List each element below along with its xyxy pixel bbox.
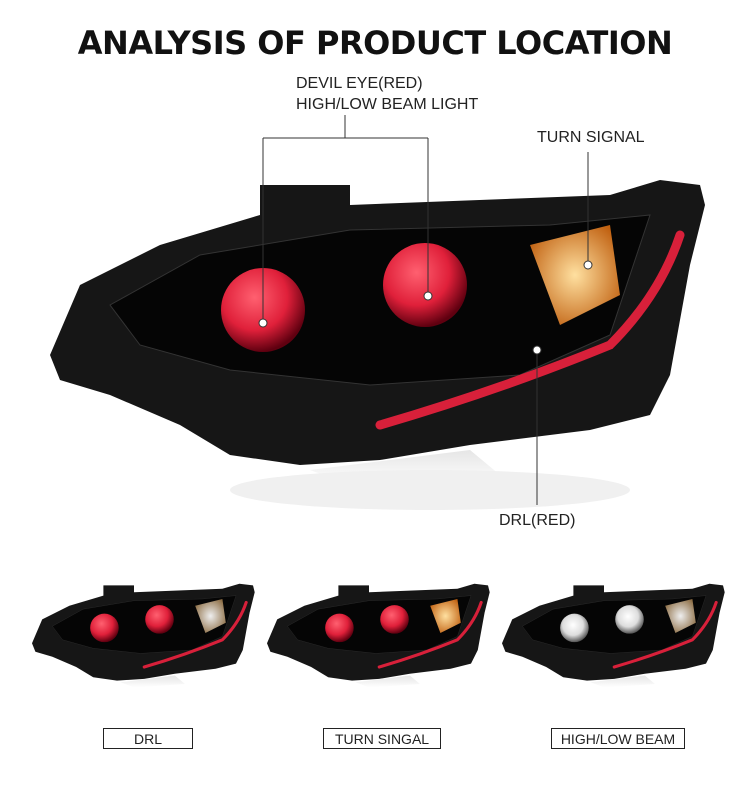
drl-label: DRL(RED): [499, 512, 576, 529]
turn-signal-dot: [583, 260, 593, 270]
turn-signal-lamp: [665, 599, 696, 633]
beam-label: HIGH/LOW BEAM LIGHT: [296, 96, 479, 113]
turn-signal-label: TURN SIGNAL: [537, 129, 645, 146]
page-title: ANALYSIS OF PRODUCT LOCATION: [77, 24, 673, 62]
mode-caption-turn: TURN SINGAL: [323, 728, 441, 749]
devil-eye-dot-left: [258, 318, 268, 328]
main-headlight: [50, 180, 705, 485]
turn-signal-lamp: [530, 225, 620, 325]
devil-eye-label: DEVIL EYE(RED): [296, 75, 423, 92]
turn-signal-lamp: [195, 599, 226, 633]
projector-left: [325, 613, 354, 643]
projector-right: [615, 605, 644, 634]
callout-lines: [262, 115, 589, 505]
mode-thumbnail: [500, 582, 727, 689]
projector-left: [560, 613, 589, 643]
projector-right: [383, 243, 467, 327]
projector-left: [90, 613, 119, 643]
mode-thumbnail: [30, 582, 257, 689]
projector-right: [145, 605, 174, 634]
turn-signal-lamp: [430, 599, 461, 633]
mode-caption-beam: HIGH/LOW BEAM: [551, 728, 685, 749]
projector-right: [380, 605, 409, 634]
mode-thumbnail: [265, 582, 492, 689]
mode-caption-drl: DRL: [103, 728, 193, 749]
devil-eye-dot-right: [423, 291, 433, 301]
drl-dot: [532, 345, 542, 355]
